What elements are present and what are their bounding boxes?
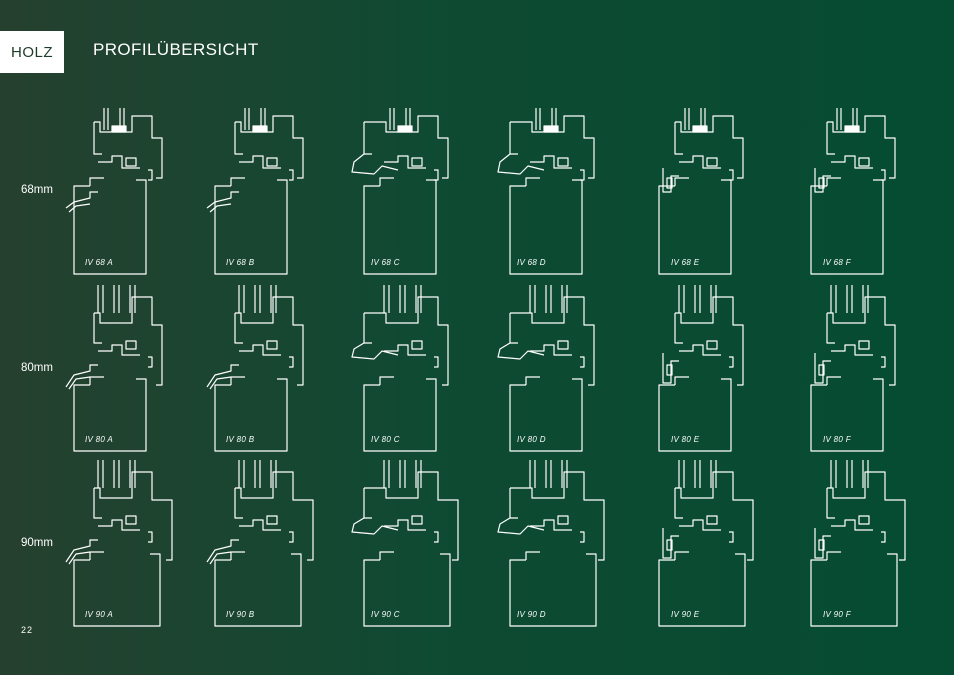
profile-section-drawing (658, 285, 744, 452)
row-label-80mm: 80mm (21, 362, 53, 374)
window-profile-iv-90-c: IV 90 C (350, 460, 480, 630)
row-label-68mm: 68mm (21, 184, 53, 196)
window-profile-iv-68-e: IV 68 E (645, 108, 745, 278)
profile-label: IV 68 A (85, 258, 114, 267)
profile-section-drawing (206, 108, 304, 275)
profile-label: IV 68 C (371, 258, 400, 267)
profile-section-drawing (65, 285, 163, 452)
window-profile-iv-68-b: IV 68 B (205, 108, 305, 278)
window-profile-iv-90-b: IV 90 B (205, 460, 335, 630)
section-badge: HOLZ (0, 31, 64, 73)
profile-label: IV 80 D (517, 435, 546, 444)
window-profile-iv-90-f: IV 90 F (797, 460, 927, 630)
profile-label: IV 80 B (226, 435, 255, 444)
profile-label: IV 90 A (85, 610, 114, 619)
window-profile-iv-68-f: IV 68 F (797, 108, 897, 278)
profile-label: IV 80 A (85, 435, 114, 444)
window-profile-iv-80-d: IV 80 D (496, 285, 621, 455)
window-profile-iv-80-c: IV 80 C (350, 285, 475, 455)
window-profile-iv-80-a: IV 80 A (64, 285, 189, 455)
page-number: 22 (21, 625, 34, 635)
window-profile-iv-90-d: IV 90 D (496, 460, 626, 630)
profile-label: IV 90 E (671, 610, 700, 619)
profile-label: IV 68 B (226, 258, 255, 267)
profile-section-drawing (65, 460, 173, 627)
profile-label: IV 68 E (671, 258, 700, 267)
window-profile-iv-80-f: IV 80 F (797, 285, 922, 455)
profile-section-drawing (65, 108, 163, 275)
profile-label: IV 90 D (517, 610, 546, 619)
profile-section-drawing (658, 460, 754, 627)
profile-label: IV 80 C (371, 435, 400, 444)
profile-label: IV 80 E (671, 435, 700, 444)
profile-section-drawing (497, 460, 605, 627)
profile-label: IV 90 B (226, 610, 255, 619)
profile-section-drawing (810, 285, 896, 452)
profile-label: IV 90 C (371, 610, 400, 619)
window-profile-iv-68-c: IV 68 C (350, 108, 450, 278)
profile-section-drawing (351, 108, 449, 275)
profile-section-drawing (658, 108, 744, 275)
profile-section-drawing (206, 285, 304, 452)
profile-section-drawing (810, 108, 896, 275)
profile-label: IV 68 F (823, 258, 851, 267)
window-profile-iv-80-e: IV 80 E (645, 285, 770, 455)
profile-section-drawing (351, 285, 449, 452)
window-profile-iv-68-a: IV 68 A (64, 108, 164, 278)
profile-label: IV 90 F (823, 610, 851, 619)
window-profile-iv-68-d: IV 68 D (496, 108, 596, 278)
window-profile-iv-90-e: IV 90 E (645, 460, 775, 630)
profile-section-drawing (497, 285, 595, 452)
window-profile-iv-90-a: IV 90 A (64, 460, 194, 630)
profile-section-drawing (351, 460, 459, 627)
profile-section-drawing (206, 460, 314, 627)
profile-section-drawing (810, 460, 906, 627)
page-title: PROFILÜBERSICHT (93, 40, 259, 59)
row-label-90mm: 90mm (21, 537, 53, 549)
window-profile-iv-80-b: IV 80 B (205, 285, 330, 455)
profile-label: IV 68 D (517, 258, 546, 267)
profile-section-drawing (497, 108, 595, 275)
profile-label: IV 80 F (823, 435, 851, 444)
